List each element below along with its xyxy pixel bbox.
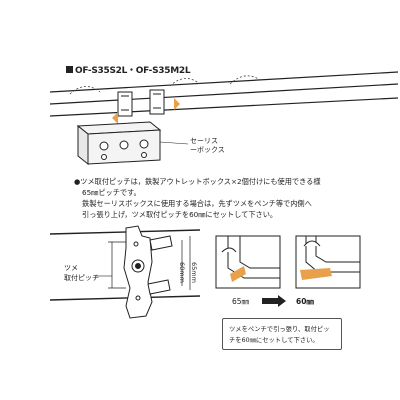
caption-line-1: ツメをペンチで引っ張り、取付ピッ [229,326,330,333]
bottom-pitch-illustration: 60mm 65mm ツメ 取付ピッチ 65㎜ 60㎜ [49,225,361,319]
product-title: OF-S35S2L・OF-S35M2L [66,63,191,76]
rail-bottom [49,295,201,301]
rail-top [49,229,201,235]
wire-mid [169,78,201,87]
outlet-box [76,121,162,166]
wire-left [69,86,101,95]
detail-after [295,235,361,289]
clamp-right [149,89,165,115]
detail-before [215,235,281,289]
claw-highlight-before [230,266,246,282]
title-marker-icon [66,66,73,73]
note-line-2: 65㎜ピッチです。 [82,188,141,197]
note-line-1: ●ツメ取付ピッチは，鉄製アウトレットボックス×2個付けにも使用できる様 [74,177,321,186]
product-title-text: OF-S35S2L・OF-S35M2L [75,66,191,76]
dim-60-label: 60mm [178,262,186,283]
caption-line-2: チを60㎜にセットして下さい。 [229,337,319,344]
arrow-left-icon [112,112,118,124]
claw-label-line1: ツメ [64,264,78,272]
clamp-left [117,91,133,117]
dim-65-label: 65mm [190,262,198,283]
box-label-line1: セーリス [190,137,218,145]
arrow-right-icon [174,98,180,110]
beam-bottom-edge [49,97,399,117]
usage-note: ●ツメ取付ピッチは，鉄製アウトレットボックス×2個付けにも使用できる様 65㎜ピ… [74,176,364,220]
claw-label-line2: 取付ピッチ [64,273,99,282]
box-label-line2: ーボックス [190,146,225,154]
claw-highlight-after [300,268,332,280]
arrow-right-icon [262,295,286,307]
pitch-60-label: 60㎜ [296,297,314,306]
note-line-3: 鉄製セーリスボックスに使用する場合は，先ずツメをペンチ等で内側へ [82,199,312,208]
note-line-4: 引っ張り上げ，ツメ取付ピッチを60㎜にセットして下さい。 [82,210,278,219]
wire-right [229,75,261,85]
top-installation-illustration: セーリス ーボックス [49,71,399,166]
beam-top-edge [49,71,399,93]
caption-box: ツメをペンチで引っ張り、取付ピッ チを60㎜にセットして下さい。 [222,318,342,350]
beam-lower-edge [49,83,399,105]
bracket [123,225,173,319]
pitch-65-label: 65㎜ [232,297,250,306]
